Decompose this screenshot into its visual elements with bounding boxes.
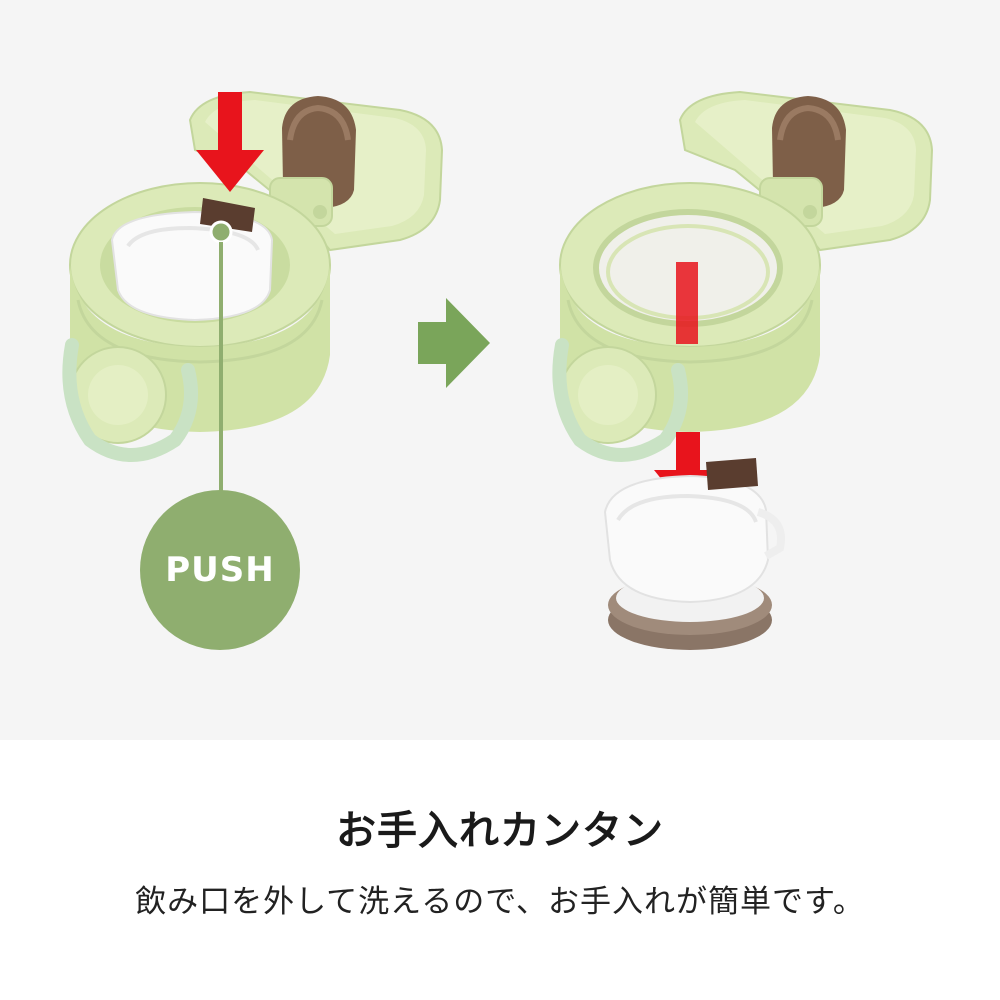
spout-removed-rim xyxy=(616,493,758,523)
side-button-face-right xyxy=(578,365,638,425)
side-button-face xyxy=(88,365,148,425)
headline: お手入れカンタン xyxy=(336,808,664,854)
cap-disassembled xyxy=(552,90,934,650)
caption-panel xyxy=(0,740,1000,1000)
hinge-pin xyxy=(313,205,327,219)
spout-tab xyxy=(756,508,785,560)
latch-removed xyxy=(706,458,758,490)
handle-ring-right xyxy=(552,338,688,462)
cap-ridge xyxy=(76,299,324,364)
illustration-canvas xyxy=(62,90,934,650)
description: 飲み口を外して洗えるので、お手入れが簡単です。 xyxy=(135,884,865,920)
handle-ring xyxy=(62,338,198,462)
lid-button-highlight-right xyxy=(777,104,841,141)
step-arrow-icon xyxy=(418,298,490,388)
spout-rim xyxy=(126,225,260,251)
cap-assembled xyxy=(62,90,444,650)
lid-button-highlight xyxy=(287,104,351,141)
push-arrow-icon xyxy=(196,92,264,192)
callout-dot xyxy=(209,220,233,244)
spout xyxy=(110,210,274,322)
hinge-pin-right xyxy=(803,205,817,219)
push-label: PUSH xyxy=(165,550,275,590)
push-callout-circle xyxy=(140,490,300,650)
cap-cleaning-illustration: PUSH xyxy=(62,90,934,650)
spout-removed xyxy=(603,474,770,604)
push-callout: PUSH xyxy=(140,490,300,650)
cap-ridge-right xyxy=(566,299,814,364)
